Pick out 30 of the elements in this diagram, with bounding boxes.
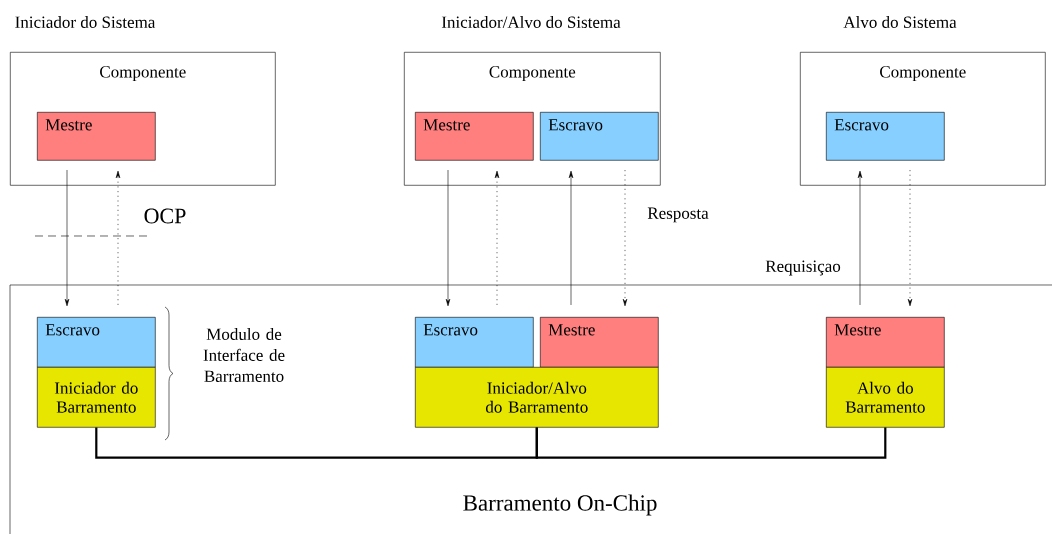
arrow [445,169,451,307]
brace-label: Modulo de Interface de Barramento [203,328,285,382]
arrow [64,169,70,307]
arrow [857,170,863,306]
master-box: Mestre [37,112,156,161]
bus-line [95,427,538,459]
initiator-box: Iniciador do Barramento [37,367,156,428]
request-label: Requisiçao [765,260,841,276]
bus-label: Barramento On-Chip [463,494,657,516]
target-box: Alvo do Barramento [826,367,945,428]
slave-box: Escravo [826,112,945,161]
system-heading: Alvo do Sistema [843,16,957,28]
arrow [568,170,574,306]
arrow [115,170,121,306]
slave-box: Escravo [540,112,659,161]
initiator-target-box: Iniciador/Alvo do Barramento [415,367,659,428]
bus-line [535,427,887,459]
master-box: Mestre [415,112,534,161]
master-box: Mestre [826,317,945,368]
arrow [494,170,500,306]
slave-box: Escravo [37,317,156,368]
slave-box: Escravo [415,317,534,368]
bus-region [9,284,1052,534]
response-label: Resposta [647,207,709,223]
arrow [622,169,628,307]
interface-label: OCP [144,208,186,224]
master-box: Mestre [540,317,659,368]
system-heading: Iniciador/Alvo do Sistema [441,16,621,28]
arrow [907,169,913,307]
system-heading: Iniciador do Sistema [15,16,156,28]
